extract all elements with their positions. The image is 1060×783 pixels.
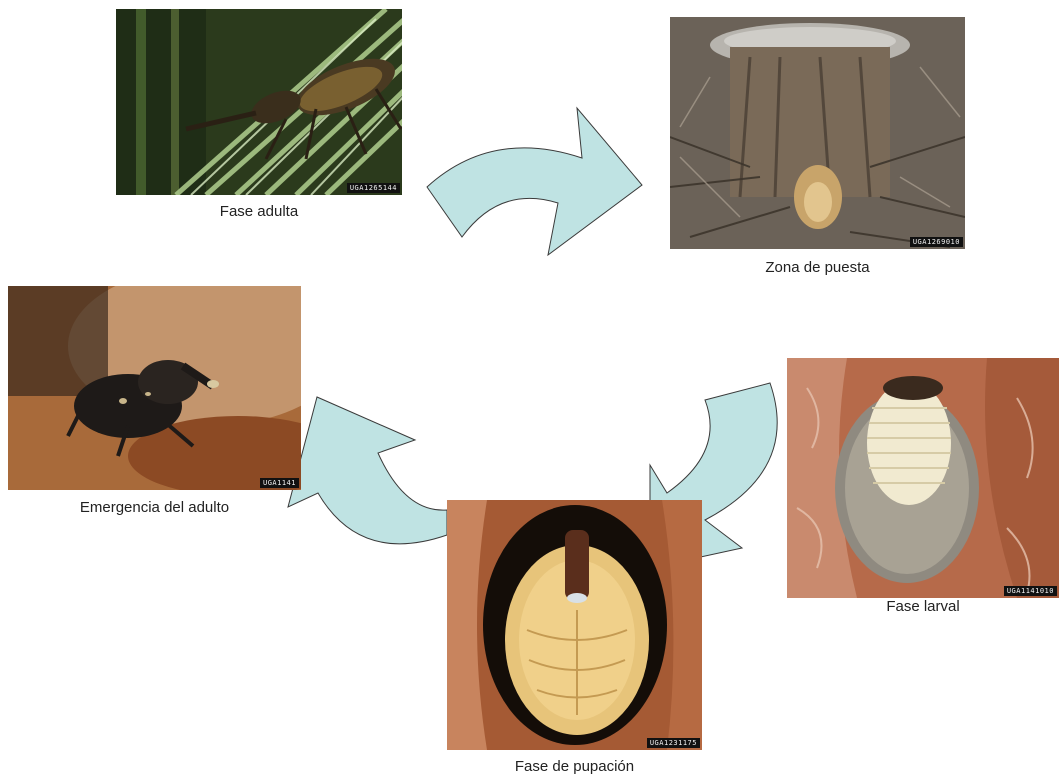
- image-code: UGA1141: [260, 478, 299, 488]
- caption-pupa: Fase de pupación: [447, 758, 702, 775]
- adult-emergence-photo: UGA1141: [8, 286, 301, 490]
- image-code: UGA1269010: [910, 237, 963, 247]
- pupa-photo: UGA1231175: [447, 500, 702, 750]
- caption-larva: Fase larval: [787, 598, 1059, 615]
- caption-emergence: Emergencia del adulto: [8, 499, 301, 516]
- arrow-adult-to-oviposition: [427, 108, 642, 255]
- image-code: UGA1141010: [1004, 586, 1057, 596]
- caption-adult: Fase adulta: [116, 203, 402, 220]
- image-code: UGA1265144: [347, 183, 400, 193]
- arrow-pupa-to-emergence: [288, 397, 447, 544]
- adult-weevil-photo: UGA1265144: [116, 9, 402, 195]
- caption-oviposition: Zona de puesta: [670, 259, 965, 276]
- image-code: UGA1231175: [647, 738, 700, 748]
- larva-photo: UGA1141010: [787, 358, 1059, 598]
- oviposition-zone-photo: UGA1269010: [670, 17, 965, 249]
